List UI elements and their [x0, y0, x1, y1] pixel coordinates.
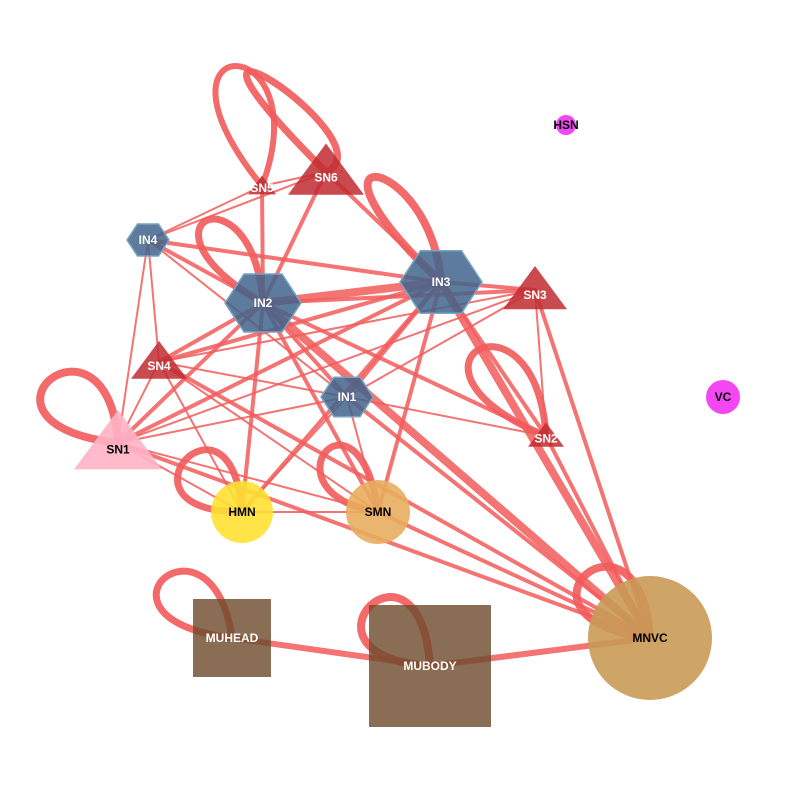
node-mnvc[interactable]: MNVC: [588, 576, 712, 700]
edge-sn5-in4: [147, 185, 263, 241]
edge-in2-sn2: [261, 301, 548, 438]
node-hmn-shape: [211, 481, 273, 543]
node-label: SN2: [534, 432, 558, 446]
node-sn3-shape: [503, 266, 567, 310]
node-in2[interactable]: IN2: [224, 273, 302, 333]
edge-sn6-in4: [147, 171, 327, 241]
node-in2-shape: [224, 273, 302, 333]
node-sn2-shape: [528, 422, 564, 447]
node-in4[interactable]: IN4: [126, 223, 170, 257]
edge-sn4-smn: [158, 361, 379, 513]
edge-sn4-in1: [158, 361, 348, 398]
node-mubody-shape: [369, 605, 491, 727]
node-smn-shape: [346, 480, 410, 544]
edge-in1-sn1: [117, 396, 348, 444]
node-label: SN5: [250, 181, 274, 195]
edge-in2-sn3: [261, 288, 537, 305]
edge-in4-sn4: [147, 239, 160, 363]
edges: [116, 170, 654, 669]
edge-sn1-smn: [117, 442, 379, 513]
edge-in4-sn1: [117, 239, 149, 444]
node-smn[interactable]: SMN: [346, 480, 410, 544]
node-sn5[interactable]: SN5: [248, 175, 276, 196]
node-in1-shape: [320, 376, 374, 418]
node-sn5-shape: [248, 175, 276, 195]
node-label: SN1: [106, 443, 130, 457]
node-hsn[interactable]: HSN: [553, 115, 579, 135]
node-label: MUBODY: [403, 659, 456, 673]
self-loop-sn5: [212, 63, 277, 188]
edge-sn3-sn1: [117, 289, 536, 444]
node-label: MUHEAD: [206, 631, 259, 645]
node-label: VC: [715, 390, 732, 404]
node-label: MNVC: [632, 631, 668, 645]
node-vc-shape: [706, 380, 740, 414]
node-hsn-shape: [556, 115, 576, 135]
node-sn6-shape: [288, 143, 364, 195]
node-hmn[interactable]: HMN: [211, 481, 273, 543]
node-in1[interactable]: IN1: [320, 376, 374, 418]
edge-in3-sn1: [116, 280, 443, 445]
edge-sn3-sn2: [534, 289, 547, 437]
edge-in3-sn4: [157, 280, 443, 364]
node-label: IN3: [432, 275, 451, 289]
self-loop-sn6: [243, 68, 342, 176]
edge-in4-in3: [146, 238, 443, 284]
node-in3-shape: [399, 250, 483, 314]
edge-in2-sn1: [116, 301, 265, 445]
node-vc[interactable]: VC: [706, 380, 740, 414]
node-label: SN6: [314, 171, 338, 185]
node-label: IN4: [139, 233, 158, 247]
edge-in1-sn2: [346, 396, 547, 437]
self-loop-hmn: [174, 446, 246, 516]
edge-in2-mnvc: [259, 299, 654, 642]
node-sn4-shape: [131, 341, 187, 379]
edge-sn3-in1: [346, 289, 536, 398]
self-loop-sn1: [36, 367, 122, 447]
node-sn1-shape: [74, 410, 162, 470]
self-loop-in3: [363, 172, 445, 285]
node-label: SN3: [523, 288, 547, 302]
node-muhead[interactable]: MUHEAD: [193, 599, 271, 677]
edge-in3-mnvc: [437, 278, 654, 642]
node-label: SMN: [365, 505, 392, 519]
node-mubody[interactable]: MUBODY: [369, 605, 491, 727]
node-label: HMN: [228, 505, 255, 519]
node-label: HSN: [553, 118, 578, 132]
node-sn4[interactable]: SN4: [131, 341, 187, 379]
node-mnvc-shape: [588, 576, 712, 700]
node-sn1[interactable]: SN1: [74, 410, 162, 470]
node-sn6[interactable]: SN6: [288, 143, 364, 195]
node-label: SN4: [147, 359, 171, 373]
edge-sn3-sn4: [158, 289, 536, 363]
node-in4-shape: [126, 223, 170, 257]
node-in3[interactable]: IN3: [399, 250, 483, 314]
edge-in1-mnvc: [345, 395, 652, 640]
self-loop-muhead: [152, 567, 236, 642]
node-label: IN2: [254, 296, 273, 310]
node-label: IN1: [338, 390, 357, 404]
node-sn2[interactable]: SN2: [528, 422, 564, 447]
node-muhead-shape: [193, 599, 271, 677]
node-sn3[interactable]: SN3: [503, 266, 567, 310]
edge-in3-smn: [376, 280, 443, 514]
